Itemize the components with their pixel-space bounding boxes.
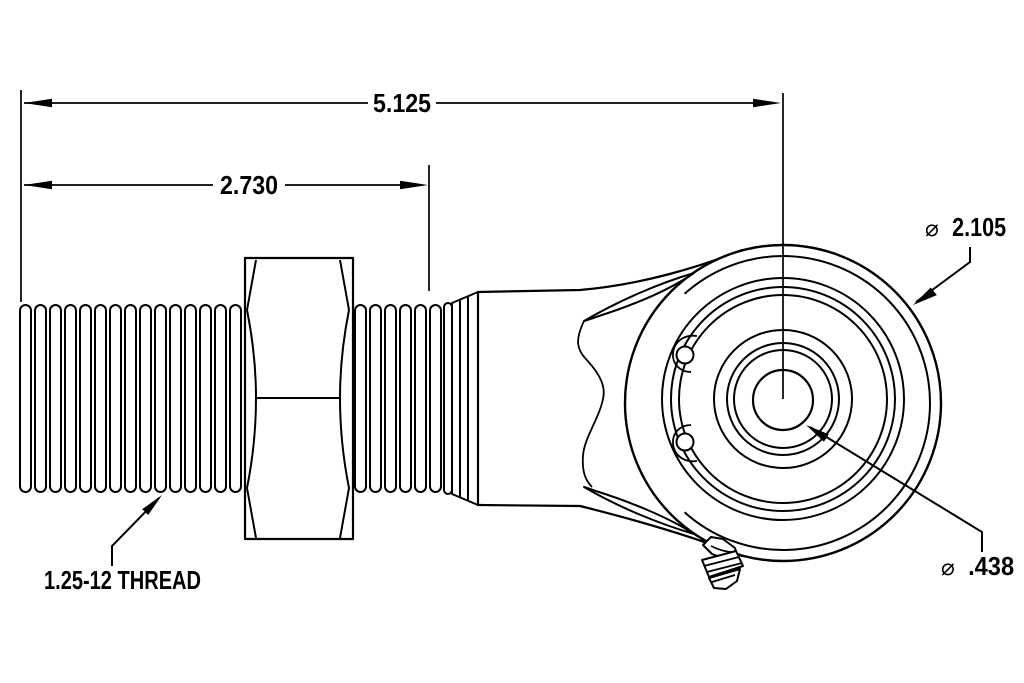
diameter-symbol: ⌀: [925, 216, 939, 242]
dimensioning: 5.125 2.730 ⌀ 2.105 ⌀ .438: [20, 88, 1014, 595]
bore-diameter-value: .438: [968, 551, 1014, 581]
thread-crest: [34, 304, 47, 493]
forged-blend: [577, 272, 698, 535]
lube-hole-fillet-top: [672, 334, 698, 373]
leader-line: [809, 426, 983, 552]
arrowhead-left: [24, 98, 52, 108]
arrowhead-right: [753, 98, 781, 108]
thread-crest: [429, 304, 442, 493]
overall-length-dimension: 5.125: [24, 88, 781, 118]
arrowhead-left: [24, 180, 52, 190]
thread-crest: [354, 304, 367, 493]
thread-crest: [199, 304, 212, 493]
runout-cone-outline: [451, 291, 479, 506]
outer-diameter-callout: ⌀ 2.105: [913, 212, 1006, 305]
nut-corner-chamfer: [339, 487, 350, 539]
leader-line: [111, 497, 160, 566]
thread-crest: [109, 304, 122, 493]
thread-crest: [369, 304, 382, 493]
thread-crest: [169, 304, 182, 493]
grease-zerk: [701, 536, 744, 590]
lube-hole-top: [675, 345, 695, 365]
thread-length-value: 2.730: [220, 170, 278, 200]
zerk-head-facet: [706, 562, 743, 573]
leader-arrowhead: [142, 495, 162, 515]
blend-leaf-top: [583, 272, 695, 322]
thread-spec-callout: 1.25-12 THREAD: [44, 495, 201, 595]
outer-diameter-label: ⌀ 2.105: [925, 212, 1006, 242]
leader-arrowhead: [806, 425, 829, 442]
thread-crest: [139, 304, 152, 493]
thread-crest: [154, 304, 167, 493]
outer-diameter-value: 2.105: [952, 212, 1006, 242]
thread-crest: [124, 304, 137, 493]
thread-crest: [184, 304, 197, 493]
zerk-head-facet: [703, 556, 740, 567]
thread-right-section: [354, 302, 453, 495]
bore-diameter-label: ⌀ .438: [941, 551, 1014, 581]
thread-runout-crest: [443, 302, 453, 495]
overall-length-value: 5.125: [373, 88, 431, 118]
thread-crest: [384, 304, 397, 493]
thread-left-section: [19, 304, 242, 493]
thread-crest: [229, 304, 242, 493]
blend-wave-line: [577, 320, 605, 488]
leader-arrowhead: [913, 287, 937, 305]
bore-diameter-callout: ⌀ .438: [806, 425, 1014, 581]
thread-crest: [64, 304, 77, 493]
thread-crest: [399, 304, 412, 493]
leader-line: [915, 247, 971, 303]
housing-lip-ring: [683, 255, 932, 551]
thread-length-dimension: 2.730: [24, 170, 428, 200]
thread-crest: [49, 304, 62, 493]
thread-spec-label: 1.25-12 THREAD: [44, 565, 201, 595]
thread-crest: [94, 304, 107, 493]
nut-corner-chamfer: [339, 259, 350, 311]
nut-corner-chamfer: [246, 259, 257, 311]
jam-nut: [243, 256, 355, 541]
thread-crest: [414, 304, 427, 493]
diameter-symbol: ⌀: [941, 555, 955, 581]
zerk-tip-facet: [711, 574, 736, 583]
nut-corner-chamfer: [246, 487, 257, 539]
thread-crest: [79, 304, 92, 493]
arrowhead-right: [400, 180, 428, 190]
thread-crest: [19, 304, 32, 493]
lube-hole-fillet-bottom: [672, 424, 698, 463]
thread-runout-cone: [451, 291, 479, 506]
blend-leaf-bottom: [583, 486, 695, 535]
thread-crest: [214, 304, 227, 493]
lube-hole-bottom: [675, 432, 695, 452]
